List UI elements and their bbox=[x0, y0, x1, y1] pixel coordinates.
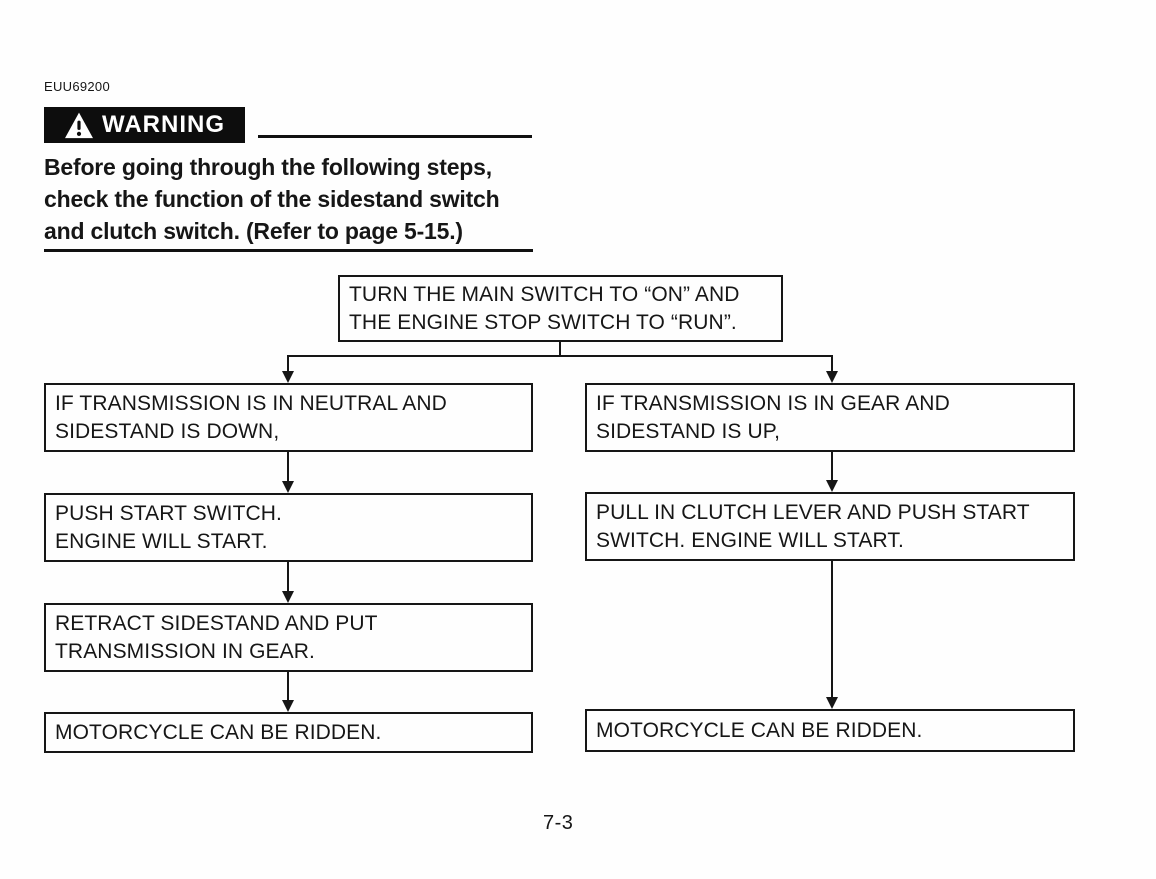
arrowhead-left-1 bbox=[282, 481, 294, 493]
connector-branch-bar bbox=[288, 355, 833, 357]
arrowhead-left-3 bbox=[282, 700, 294, 712]
connector-left-2 bbox=[287, 562, 289, 592]
warning-text-line: and clutch switch. (Refer to page 5-15.) bbox=[44, 218, 463, 244]
warning-label: WARNING bbox=[102, 111, 225, 138]
flow-box-right-3: MOTORCYCLE CAN BE RIDDEN. bbox=[585, 709, 1075, 752]
flow-box-text-line: IF TRANSMISSION IS IN NEUTRAL AND bbox=[55, 391, 447, 415]
flow-box-text-line: MOTORCYCLE CAN BE RIDDEN. bbox=[596, 718, 923, 742]
warning-text-line: check the function of the sidestand swit… bbox=[44, 186, 500, 212]
flow-box-text-line: THE ENGINE STOP SWITCH TO “RUN”. bbox=[349, 310, 737, 334]
connector-left-drop bbox=[287, 355, 289, 372]
flow-box-text-line: MOTORCYCLE CAN BE RIDDEN. bbox=[55, 720, 382, 744]
page-number: 7-3 bbox=[543, 812, 574, 834]
connector-right-2 bbox=[831, 561, 833, 698]
flow-box-text-line: PUSH START SWITCH. bbox=[55, 501, 282, 525]
warning-bottom-rule bbox=[44, 249, 533, 252]
flow-box-right-2: PULL IN CLUTCH LEVER AND PUSH START SWIT… bbox=[585, 492, 1075, 561]
flow-box-text-line: ENGINE WILL START. bbox=[55, 529, 268, 553]
warning-badge: WARNING bbox=[44, 107, 245, 143]
flow-box-text-line: SIDESTAND IS UP, bbox=[596, 419, 781, 443]
connector-right-1 bbox=[831, 452, 833, 481]
arrowhead-right-1 bbox=[826, 480, 838, 492]
flow-box-text-line: RETRACT SIDESTAND AND PUT bbox=[55, 611, 378, 635]
reference-code: EUU69200 bbox=[44, 79, 110, 94]
flow-box-left-4: MOTORCYCLE CAN BE RIDDEN. bbox=[44, 712, 533, 753]
arrowhead-left-branch bbox=[282, 371, 294, 383]
flow-box-left-2: PUSH START SWITCH. ENGINE WILL START. bbox=[44, 493, 533, 562]
arrowhead-right-2 bbox=[826, 697, 838, 709]
flow-box-root: TURN THE MAIN SWITCH TO “ON” AND THE ENG… bbox=[338, 275, 783, 342]
flow-box-text-line: PULL IN CLUTCH LEVER AND PUSH START bbox=[596, 500, 1030, 524]
warning-text-line: Before going through the following steps… bbox=[44, 154, 492, 180]
flow-box-text-line: TURN THE MAIN SWITCH TO “ON” AND bbox=[349, 282, 740, 306]
flow-box-left-1: IF TRANSMISSION IS IN NEUTRAL AND SIDEST… bbox=[44, 383, 533, 452]
connector-root-stub bbox=[559, 342, 561, 357]
arrowhead-right-branch bbox=[826, 371, 838, 383]
warning-header-rule bbox=[258, 135, 532, 138]
flow-box-left-3: RETRACT SIDESTAND AND PUT TRANSMISSION I… bbox=[44, 603, 533, 672]
flow-box-text-line: IF TRANSMISSION IS IN GEAR AND bbox=[596, 391, 950, 415]
connector-right-drop bbox=[831, 355, 833, 372]
arrowhead-left-2 bbox=[282, 591, 294, 603]
warning-triangle-icon bbox=[64, 112, 94, 139]
flow-box-text-line: TRANSMISSION IN GEAR. bbox=[55, 639, 315, 663]
flow-box-text-line: SIDESTAND IS DOWN, bbox=[55, 419, 280, 443]
connector-left-3 bbox=[287, 672, 289, 701]
flow-box-right-1: IF TRANSMISSION IS IN GEAR AND SIDESTAND… bbox=[585, 383, 1075, 452]
connector-left-1 bbox=[287, 452, 289, 482]
flow-box-text-line: SWITCH. ENGINE WILL START. bbox=[596, 528, 904, 552]
warning-text: Before going through the following steps… bbox=[44, 151, 564, 247]
